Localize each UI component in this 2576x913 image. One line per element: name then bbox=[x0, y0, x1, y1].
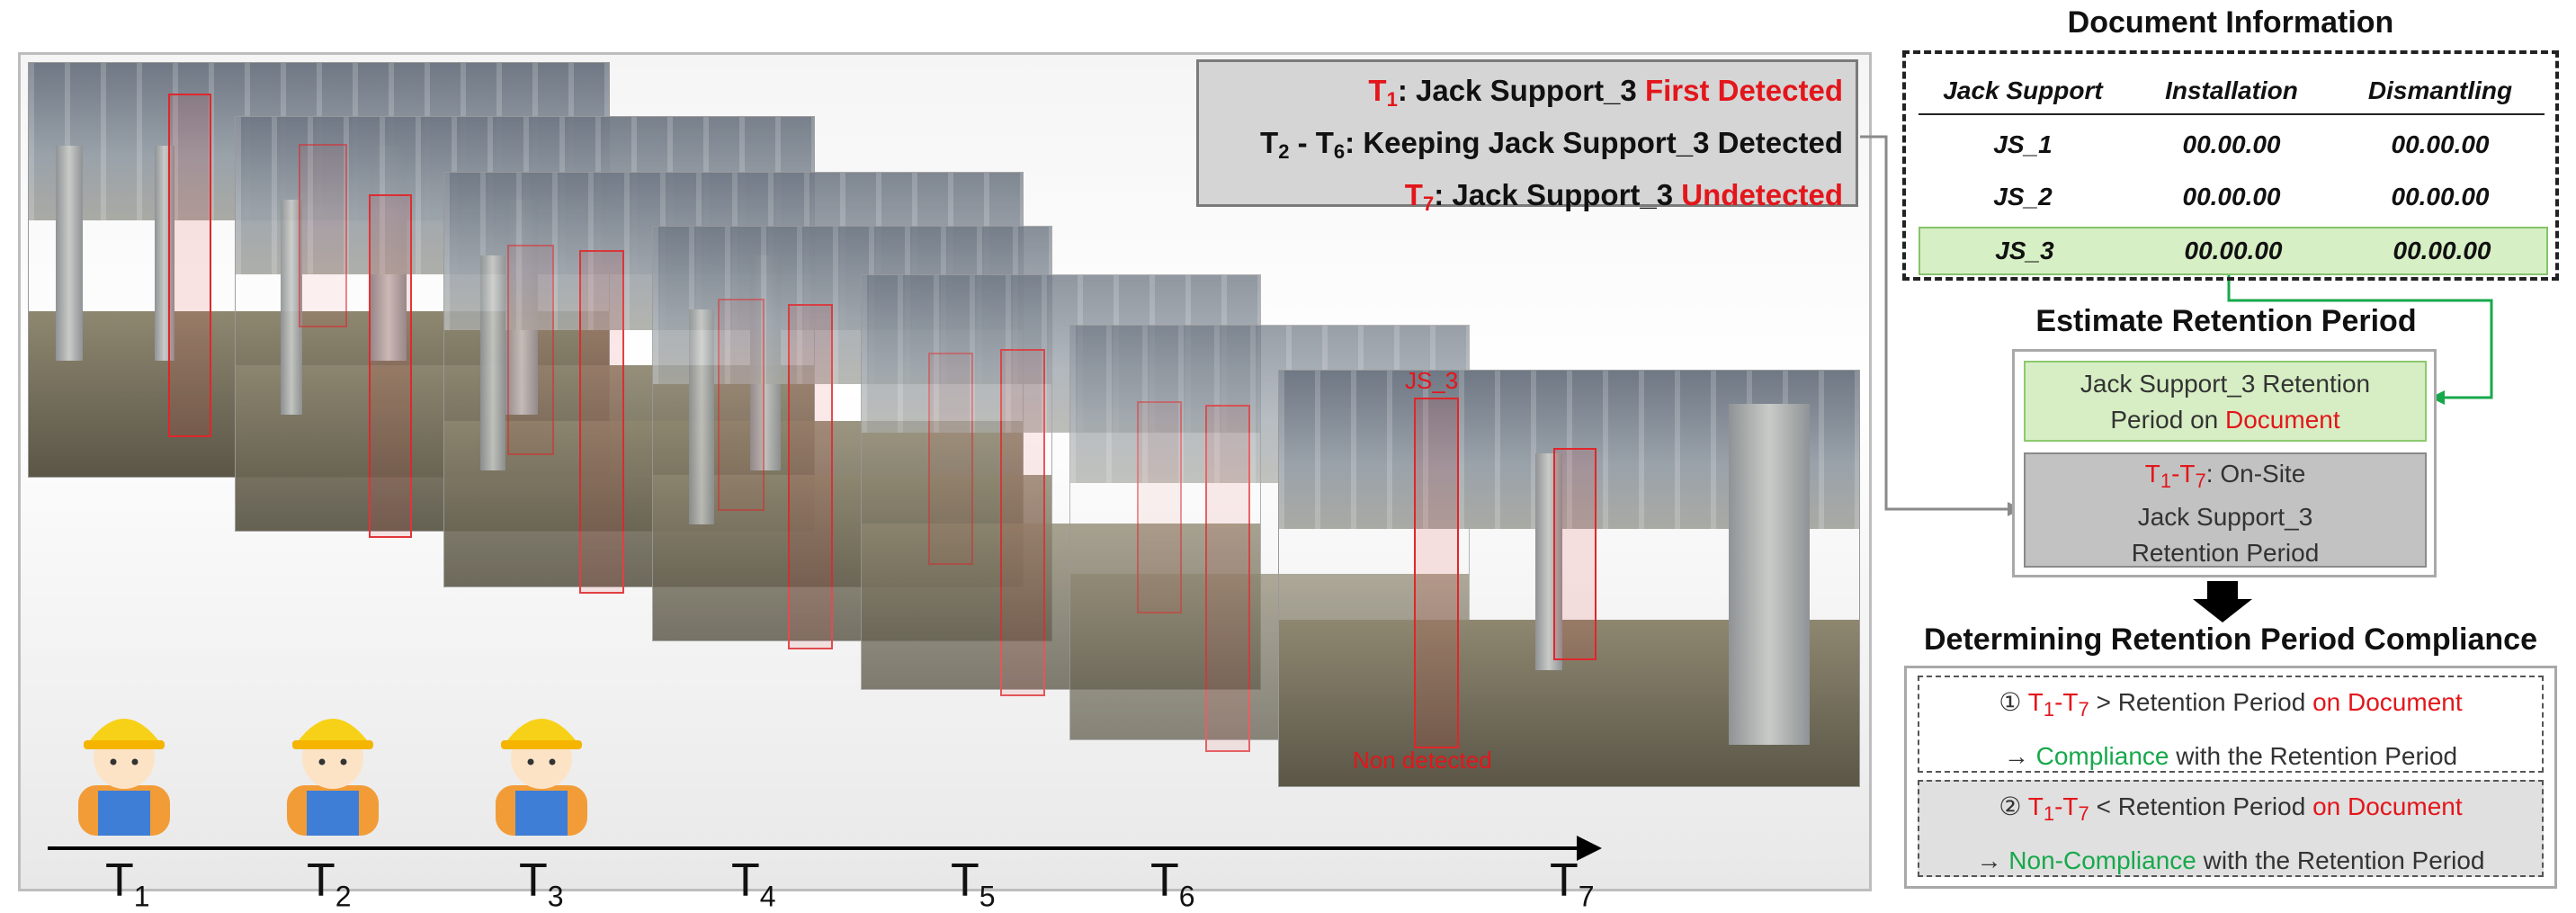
jack-support-box bbox=[168, 94, 211, 437]
jack-support-box bbox=[1414, 398, 1459, 748]
document-retention-period: Jack Support_3 Retention Period on Docum… bbox=[2024, 361, 2427, 442]
pillar bbox=[1729, 403, 1810, 745]
timeline-axis bbox=[48, 846, 1590, 850]
compliance-case-2: ② T1-T7 < Retention Period on Document →… bbox=[1918, 780, 2544, 877]
cell-installation: 00.00.00 bbox=[2182, 130, 2281, 158]
retention-line-1: Jack Support_3 Retention bbox=[2080, 370, 2371, 398]
jack-support-box bbox=[579, 250, 624, 594]
time-label-t7: T7 bbox=[1550, 855, 1595, 913]
jack-support-box bbox=[1553, 448, 1597, 660]
cell-dismantling: 00.00.00 bbox=[2391, 183, 2490, 210]
estimate-retention-title: Estimate Retention Period bbox=[2035, 304, 2417, 338]
time-label-t1: T1 bbox=[105, 855, 150, 913]
cell-installation: 00.00.00 bbox=[2182, 183, 2281, 210]
pillar bbox=[480, 255, 505, 471]
worker-icon bbox=[496, 719, 587, 836]
compliance-title: Determining Retention Period Compliance bbox=[1924, 622, 2537, 657]
compliance-box: ① T1-T7 > Retention Period on Document →… bbox=[1904, 666, 2557, 889]
onsite-line-2: Jack Support_3 bbox=[2137, 503, 2313, 531]
case-2-result: → Non-Compliance with the Retention Peri… bbox=[1976, 846, 2485, 874]
document-info-title: Document Information bbox=[2067, 5, 2394, 40]
jack-support-box bbox=[299, 144, 347, 327]
jack-support-box bbox=[788, 304, 833, 649]
worker-icon bbox=[287, 719, 379, 836]
case-1-result: → Compliance with the Retention Period bbox=[2003, 742, 2458, 770]
non-detected-label: Non detected bbox=[1353, 747, 1492, 774]
time-label-t6: T6 bbox=[1150, 855, 1195, 913]
case-1-condition: ① T1-T7 > Retention Period on Document bbox=[1999, 688, 2463, 721]
case-2-condition: ② T1-T7 < Retention Period on Document bbox=[1999, 792, 2463, 825]
legend-line-2: T2 - T6: Keeping Jack Support_3 Detected bbox=[1260, 126, 1843, 163]
jack-support-box bbox=[1000, 349, 1045, 696]
cell-dismantling: 00.00.00 bbox=[2391, 130, 2490, 158]
time-label-t2: T2 bbox=[307, 855, 352, 913]
estimate-retention-box: Jack Support_3 Retention Period on Docum… bbox=[2012, 349, 2437, 577]
cell-dismantling: 00.00.00 bbox=[2393, 237, 2491, 264]
timeline-arrowhead bbox=[1577, 836, 1602, 861]
header-jack-support: Jack Support bbox=[1943, 76, 2103, 104]
jack-support-box bbox=[369, 194, 412, 538]
cell-id: JS_3 bbox=[1995, 237, 2054, 264]
detection-legend: T1: Jack Support_3 First Detected T2 - T… bbox=[1196, 59, 1858, 215]
worker-icon bbox=[78, 719, 170, 836]
table-row: JS_1 00.00.00 00.00.00 bbox=[1919, 122, 2545, 167]
cell-id: JS_1 bbox=[1993, 130, 2053, 158]
cell-installation: 00.00.00 bbox=[2184, 237, 2283, 264]
time-label-t5: T5 bbox=[951, 855, 996, 913]
jack-support-box bbox=[1137, 401, 1182, 613]
jack-support-box bbox=[928, 353, 973, 565]
frame-t7: JS_3 Non detected bbox=[1278, 367, 1860, 787]
document-info-table: Jack Support Installation Dismantling JS… bbox=[1902, 50, 2559, 281]
compliance-case-1: ① T1-T7 > Retention Period on Document →… bbox=[1918, 676, 2544, 773]
table-header: Jack Support Installation Dismantling bbox=[1919, 68, 2545, 115]
time-label-t3: T3 bbox=[519, 855, 564, 913]
cell-id: JS_2 bbox=[1993, 183, 2053, 210]
table-row-highlighted: JS_3 00.00.00 00.00.00 bbox=[1919, 227, 2548, 275]
onsite-line-3: Retention Period bbox=[2131, 539, 2320, 567]
onsite-retention-period: T1-T7: On-Site Jack Support_3 Retention … bbox=[2024, 452, 2427, 568]
pillar bbox=[689, 309, 714, 525]
down-arrow-icon bbox=[2193, 581, 2252, 622]
jack-support-box bbox=[1205, 405, 1250, 752]
onsite-line-1: T1-T7: On-Site bbox=[2144, 460, 2306, 492]
retention-line-2: Period on Document bbox=[2110, 406, 2340, 434]
pillar bbox=[56, 146, 83, 362]
time-label-t4: T4 bbox=[731, 855, 776, 913]
legend-line-1: T1: Jack Support_3 First Detected bbox=[1368, 74, 1843, 111]
jack-support-box bbox=[507, 245, 554, 455]
jack-support-box bbox=[718, 299, 765, 511]
js3-label: JS_3 bbox=[1405, 367, 1459, 394]
pillar bbox=[1535, 453, 1562, 670]
legend-line-3: T7: Jack Support_3 Undetected bbox=[1404, 178, 1843, 215]
header-dismantling: Dismantling bbox=[2367, 76, 2513, 104]
table-row: JS_2 00.00.00 00.00.00 bbox=[1919, 175, 2545, 219]
header-installation: Installation bbox=[2165, 76, 2298, 104]
